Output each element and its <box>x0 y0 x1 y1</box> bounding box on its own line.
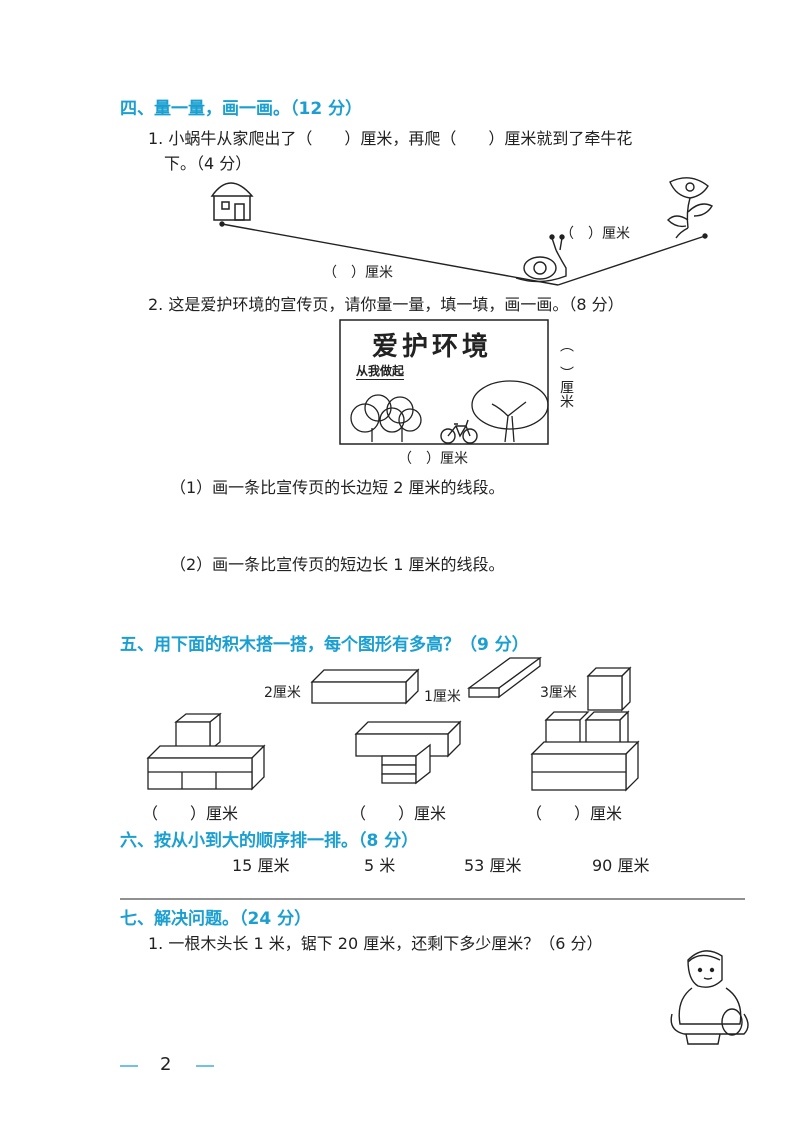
stack-3 <box>530 710 640 792</box>
poster <box>339 319 549 445</box>
block-2cm <box>310 668 420 705</box>
flower-icon <box>667 177 713 239</box>
answer-blank-left[interactable]: （ ）厘米 <box>323 265 393 281</box>
house-icon <box>210 182 254 221</box>
block-3cm <box>586 666 632 712</box>
answer-blank-stack-1[interactable]: （ ）厘米 <box>142 804 239 823</box>
bicycle-icon <box>440 419 478 444</box>
block-1cm <box>467 656 542 699</box>
poster-title: 爱护环境 <box>372 332 493 362</box>
stack-1 <box>146 712 266 791</box>
block-label-1cm: 1厘米 <box>424 689 461 705</box>
q1-line2: 下。（4 分） <box>164 154 252 173</box>
block-label-2cm: 2厘米 <box>264 685 301 701</box>
sub-question-1: （1）画一条比宣传页的长边短 2 厘米的线段。 <box>170 478 505 497</box>
order-item-1: 15 厘米 <box>232 856 290 875</box>
poster-side-blank[interactable]: （ ）厘米 <box>558 338 574 408</box>
sub-question-2: （2）画一条比宣传页的短边长 1 厘米的线段。 <box>170 555 505 574</box>
tree-icon <box>350 380 549 443</box>
order-item-3: 53 厘米 <box>464 856 522 875</box>
stack-2 <box>354 720 462 785</box>
answer-blank-stack-3[interactable]: （ ）厘米 <box>526 804 623 823</box>
order-item-4: 90 厘米 <box>592 856 650 875</box>
snail-path <box>219 221 708 286</box>
block-label-3cm: 3厘米 <box>540 685 577 701</box>
section6-heading: 六、按从小到大的顺序排一排。（8 分） <box>120 831 419 851</box>
answer-blank-stack-2[interactable]: （ ）厘米 <box>350 804 447 823</box>
worker-illustration <box>670 950 749 1045</box>
page-number: 2 <box>160 1054 172 1075</box>
order-item-2: 5 米 <box>364 856 396 875</box>
section7-heading: 七、解决问题。（24 分） <box>120 909 312 929</box>
section5-heading: 五、用下面的积木搭一搭，每个图形有多高？（9 分） <box>120 635 529 655</box>
q2-text: 2. 这是爱护环境的宣传页，请你量一量，填一填，画一画。（8 分） <box>148 295 624 314</box>
poster-bottom-blank[interactable]: （ ）厘米 <box>398 451 468 467</box>
q7-1-text: 1. 一根木头长 1 米，锯下 20 厘米，还剩下多少厘米？（6 分） <box>148 934 603 953</box>
answer-blank-right[interactable]: （ ）厘米 <box>560 226 630 242</box>
snail-icon <box>515 234 567 283</box>
q1-line1: 1. 小蜗牛从家爬出了（ ）厘米，再爬（ ）厘米就到了牵牛花 <box>148 129 633 148</box>
poster-subtitle: 从我做起 <box>356 364 405 380</box>
section4-heading: 四、量一量，画一画。（12 分） <box>120 99 363 119</box>
